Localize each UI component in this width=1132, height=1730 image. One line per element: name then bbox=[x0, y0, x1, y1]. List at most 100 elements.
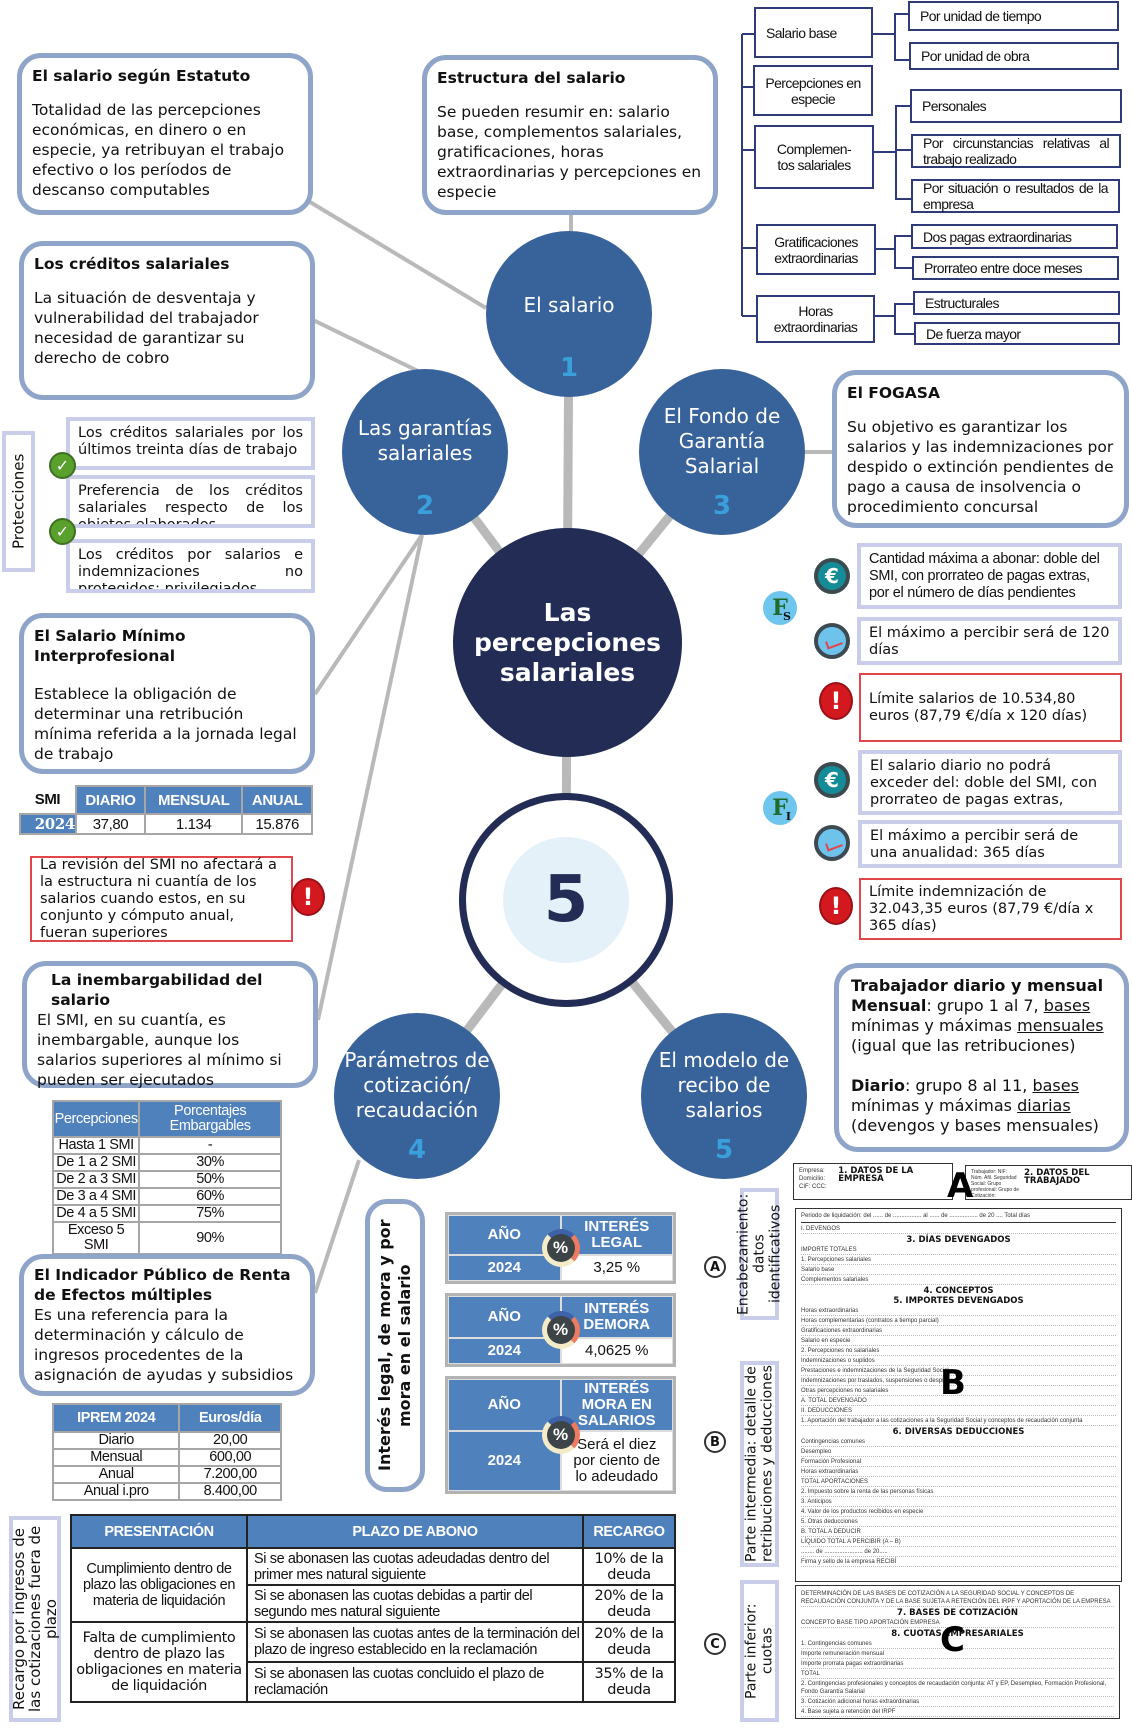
box-text: Su objetivo es garantizar los salarios y… bbox=[847, 418, 1114, 516]
circle-label: El salario bbox=[523, 292, 615, 317]
presentacion-cell: Cumplimiento dentro de plazo las obligac… bbox=[70, 1547, 248, 1623]
plazo-cell: Si se abonasen las cuotas antes de la te… bbox=[246, 1621, 584, 1663]
cell: 50% bbox=[138, 1170, 282, 1189]
tree-leaf: Dos pagas extraordinarias bbox=[911, 224, 1118, 249]
euro-icon: € bbox=[814, 762, 850, 798]
cell: Anual bbox=[51, 1465, 181, 1484]
smi-year: 2024 bbox=[19, 813, 77, 835]
smi-value: 15.876 bbox=[241, 813, 313, 835]
col-header: PLAZO DE ABONO bbox=[246, 1514, 584, 1549]
fondo-limit-note: Límite salarios de 10.534,80 euros (87,7… bbox=[859, 673, 1122, 742]
recargo-cell: 20% de la deuda bbox=[582, 1621, 676, 1663]
periodo-line: Periodo de liquidación: del ...... de ..… bbox=[801, 1212, 1116, 1223]
section-letter-a: A bbox=[947, 1166, 974, 1206]
icon-letter: S bbox=[783, 610, 791, 623]
tree-leaf: Por unidad de tiempo bbox=[908, 1, 1119, 31]
form-line: Horas extraordinarias bbox=[801, 1468, 1116, 1477]
cell: 7.200,00 bbox=[178, 1465, 282, 1484]
cell: Diario bbox=[51, 1431, 181, 1450]
cell: Hasta 1 SMI bbox=[51, 1136, 141, 1155]
tree-node: Salario base bbox=[754, 7, 873, 58]
cell: 20,00 bbox=[178, 1431, 282, 1450]
text: : grupo 1 al 7, bbox=[926, 996, 1044, 1015]
form-line: CONCEPTO BASE TIPO APORTACIÓN EMPRESA bbox=[801, 1619, 1114, 1628]
text: diarias bbox=[1017, 1096, 1071, 1115]
cell: Exceso 5 SMI bbox=[51, 1221, 141, 1255]
form-line: TOTAL APORTACIONES bbox=[801, 1478, 1116, 1487]
form-line: II. DEDUCCIONES bbox=[801, 1407, 1116, 1416]
cell: 600,00 bbox=[178, 1448, 282, 1467]
smi-note: La revisión del SMI no afectará a la est… bbox=[30, 856, 293, 942]
rate-value: Será el diez por ciento de lo adeudado bbox=[560, 1431, 673, 1491]
text: : grupo 8 al 11, bbox=[904, 1076, 1033, 1095]
presentacion-cell: Falta de cumplimiento dentro de plazo la… bbox=[70, 1621, 248, 1703]
box-title: Estructura del salario bbox=[437, 69, 626, 87]
cell: Mensual bbox=[51, 1448, 181, 1467]
form-line: Desempleo bbox=[801, 1448, 1116, 1457]
form-line: Firma y sello de la empresa RECIBÍ bbox=[801, 1558, 1116, 1567]
topic-circle-salario[interactable]: El salario 1 bbox=[486, 231, 652, 397]
circle-number: 5 bbox=[714, 1135, 734, 1165]
recargo-label: Recargo por ingresos de las cotizaciones… bbox=[9, 1516, 61, 1722]
recibo-lines: DETERMINACIÓN DE LAS BASES DE COTIZACIÓN… bbox=[801, 1590, 1114, 1717]
icon-letter: I bbox=[785, 810, 791, 823]
text: (devengos y bases mensuales) bbox=[851, 1116, 1099, 1135]
col-header: PRESENTACIÓN bbox=[70, 1514, 248, 1549]
recibo-trabajador-box: Trabajador: NIF: Núm. Afil. Seguridad So… bbox=[965, 1165, 1132, 1200]
form-line: I. DEVENGOS bbox=[801, 1225, 1116, 1234]
proteccion-item: Preferencia de los créditos salariales r… bbox=[66, 475, 315, 528]
plazo-cell: Si se abonasen las cuotas concluido el p… bbox=[246, 1661, 584, 1703]
circle-number: 1 bbox=[559, 353, 579, 383]
cell: Anual i.pro bbox=[51, 1482, 181, 1501]
form-line: Indemnizaciones o suplidos bbox=[801, 1357, 1116, 1366]
form-line: Indemnizaciones por traslados, suspensio… bbox=[801, 1377, 1116, 1386]
text: (igual que las retribuciones) bbox=[851, 1036, 1076, 1055]
text: mínimas y máximas bbox=[851, 1096, 1018, 1115]
year-value: 2024 bbox=[448, 1255, 561, 1281]
year-value: 2024 bbox=[448, 1338, 561, 1364]
form-line: 4. Base sujeta a retención del IRPF bbox=[801, 1708, 1114, 1717]
form-line: Formación Profesional bbox=[801, 1458, 1116, 1467]
check-icon: ✓ bbox=[49, 518, 76, 545]
iprem-box: El Indicador Público de Renta de Efectos… bbox=[19, 1254, 315, 1396]
form-label: 1. DATOS DE LA EMPRESA bbox=[838, 1166, 914, 1184]
box-text: Totalidad de las percepciones económicas… bbox=[32, 101, 285, 199]
cell: De 2 a 3 SMI bbox=[51, 1170, 141, 1189]
note-text: La revisión del SMI no afectará a la est… bbox=[40, 856, 277, 941]
form-line: Importe remuneración mensual bbox=[801, 1650, 1114, 1659]
form-line: Prestaciones e indemnizaciones de la Seg… bbox=[801, 1367, 1116, 1376]
form-section-label: 6. DIVERSAS DEDUCCIONES bbox=[892, 1427, 1025, 1437]
form-section-label: 5. IMPORTES DEVENGADOS bbox=[893, 1296, 1024, 1306]
form-line: LÍQUIDO TOTAL A PERCIBIR (A – B) bbox=[801, 1538, 1116, 1547]
percent-gavel-icon: % bbox=[541, 1229, 580, 1267]
recargo-cell: 20% de la deuda bbox=[582, 1584, 676, 1623]
form-line: DETERMINACIÓN DE LAS BASES DE COTIZACIÓN… bbox=[801, 1590, 1114, 1607]
col-header: DIARIO bbox=[74, 785, 147, 815]
col-header: MENSUAL bbox=[144, 785, 244, 815]
form-line: 4. Valor de los productos recibidos en e… bbox=[801, 1508, 1116, 1517]
interes-label: Interés legal, de mora y por mora en el … bbox=[365, 1199, 425, 1492]
cell: 75% bbox=[138, 1204, 282, 1223]
text: mínimas y máximas bbox=[851, 1016, 1018, 1035]
rate-value: 4,0625 % bbox=[560, 1338, 673, 1364]
col-header: IPREM 2024 bbox=[51, 1403, 181, 1433]
recibo-label-intermedia: Parte intermedia: detalle de retribucion… bbox=[740, 1361, 779, 1567]
box-title: El Salario Mínimo Interprofesional bbox=[34, 627, 186, 665]
form-fields: Empresa: Domicilio: CIF: CCC: bbox=[799, 1168, 827, 1190]
form-line: 5. Otras deducciones bbox=[801, 1518, 1116, 1527]
text: mensuales bbox=[1017, 1016, 1104, 1035]
col-header: Euros/día bbox=[178, 1403, 282, 1433]
rate-header: INTERÉS MORA EN SALARIOS bbox=[560, 1379, 673, 1431]
year-header: AÑO bbox=[448, 1379, 561, 1431]
tree-leaf: Personales bbox=[910, 89, 1122, 123]
fondo-item: El salario diario no podrá exceder del: … bbox=[858, 750, 1122, 815]
form-line: 3. Anticipos bbox=[801, 1498, 1116, 1507]
